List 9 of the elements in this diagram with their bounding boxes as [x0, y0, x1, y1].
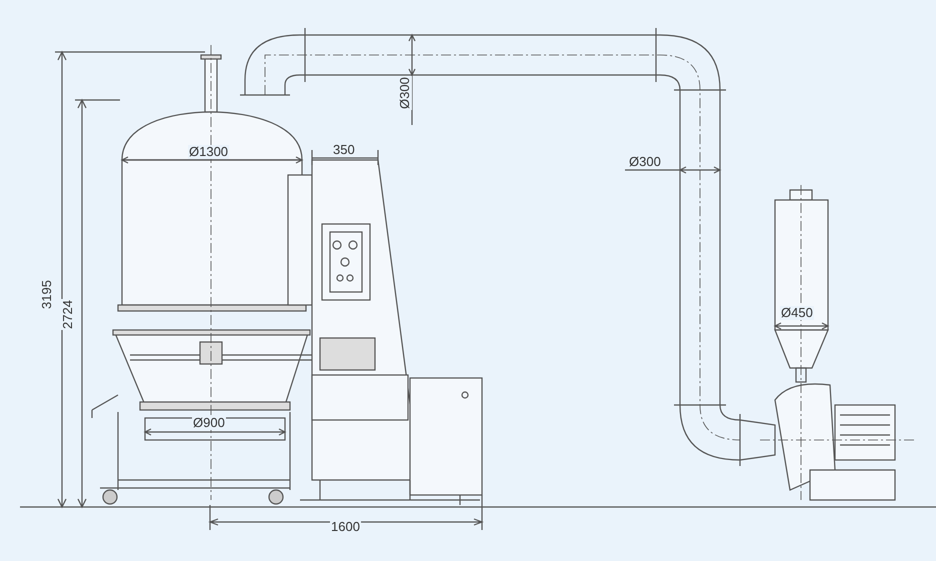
- dimension-label: Ø1300: [188, 145, 230, 159]
- dimension-label: Ø300: [398, 76, 412, 110]
- dimension-label: 3195: [40, 279, 54, 310]
- dimension-label: 2724: [61, 299, 75, 330]
- dimension-label: Ø300: [628, 155, 662, 169]
- dimension-label: 1600: [330, 520, 361, 534]
- dimension-label: Ø450: [780, 306, 814, 320]
- dimension-label: Ø900: [192, 416, 226, 430]
- dimension-label: 350: [332, 143, 356, 157]
